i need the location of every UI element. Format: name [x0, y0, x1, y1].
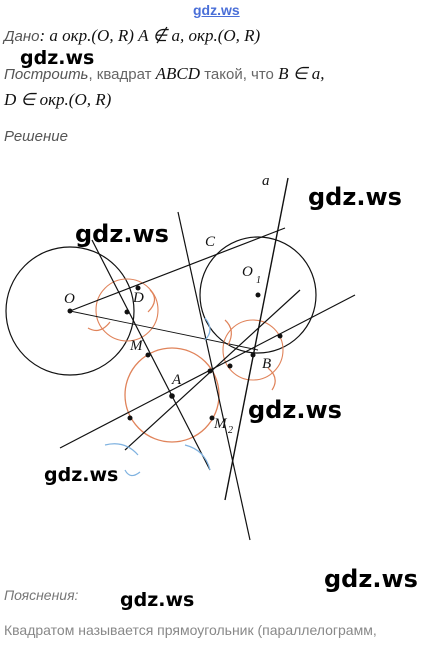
label-d: D [132, 290, 144, 306]
circle-a-orange [124, 347, 220, 443]
line-a-o1 [124, 289, 301, 451]
label-m: M [129, 338, 144, 354]
circle-o [5, 246, 135, 376]
site-link[interactable]: gdz.ws [193, 2, 240, 18]
label-a-point: A [171, 372, 182, 388]
construct-cond1: B ∈ a, [278, 64, 325, 83]
label-o1-sub: 1 [256, 275, 261, 286]
definition-text: Квадратом называется прямоугольник (пара… [4, 622, 377, 638]
given-formula: : a окр.(O, R) A ∉ a, окр.(O, R) [39, 26, 261, 45]
construct-abcd: ABCD [155, 64, 201, 83]
construct-label: Построить [4, 66, 89, 83]
construct-text: , квадрат [88, 66, 156, 83]
line-o-c [69, 227, 286, 312]
watermark: gdz.ws [324, 565, 418, 593]
circle-d-orange [95, 278, 159, 342]
watermark: gdz.ws [20, 47, 95, 69]
label-m2-sub: 2 [228, 425, 233, 436]
circle-o1 [199, 236, 317, 354]
construct-line: Построить, квадрат ABCD такой, что B ∈ a… [4, 64, 325, 84]
watermark: gdz.ws [308, 183, 402, 211]
construct-cond2: D ∈ окр.(O, R) [4, 90, 112, 109]
line-a [224, 177, 289, 501]
label-o1: O [242, 264, 253, 280]
label-a: a [262, 173, 270, 189]
construct-text2: такой, что [200, 66, 279, 83]
explanations-label: Пояснения: [4, 587, 79, 603]
line-d-b [69, 310, 259, 351]
line-o-a [91, 239, 211, 471]
given-label: Дано [4, 28, 40, 45]
circle-b-orange [222, 319, 284, 381]
watermark: gdz.ws [248, 396, 342, 424]
line-a-b [59, 294, 356, 449]
solution-label: Решение [4, 128, 68, 145]
label-m2: M [213, 416, 228, 432]
given-line: Дано: a окр.(O, R) A ∉ a, окр.(O, R) [4, 26, 260, 46]
line-c-b [177, 211, 251, 541]
label-o: O [64, 291, 75, 307]
watermark: gdz.ws [120, 589, 195, 611]
watermark: gdz.ws [75, 220, 169, 248]
label-c: C [205, 234, 216, 250]
label-b: B [262, 356, 271, 372]
watermark: gdz.ws [44, 464, 119, 486]
